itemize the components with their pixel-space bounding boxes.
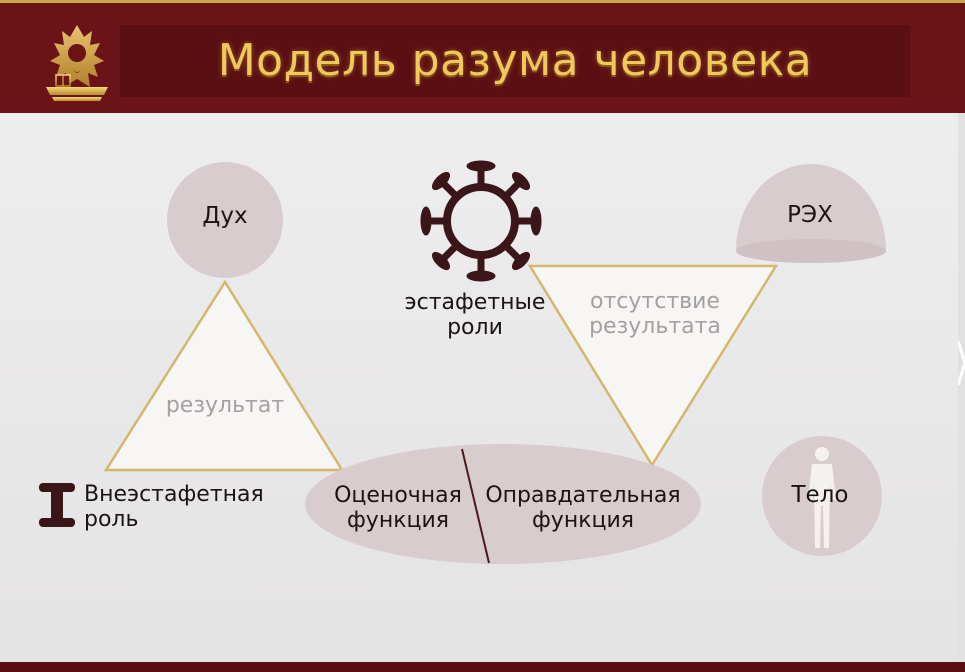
relay-roles-label: эстафетные роли bbox=[404, 290, 546, 341]
function-ellipse bbox=[305, 444, 701, 564]
wizard-emblem-icon bbox=[46, 25, 108, 101]
no-result-label: отсутствие результата bbox=[589, 289, 721, 340]
result-label: результат bbox=[165, 393, 285, 418]
human-silhouette-icon bbox=[808, 447, 836, 548]
page-title: Модель разума человека bbox=[217, 35, 813, 86]
relay-roles-virus-icon bbox=[420, 160, 542, 282]
evaluation-function-label: Оценочная функция bbox=[334, 483, 462, 534]
spirit-circle bbox=[167, 162, 283, 278]
function-divider bbox=[461, 448, 490, 564]
spirit-label: Дух bbox=[202, 203, 248, 229]
no-result-triangle bbox=[527, 264, 779, 468]
reh-label: РЭХ bbox=[787, 202, 833, 228]
title-band bbox=[120, 25, 910, 97]
result-triangle bbox=[103, 279, 345, 472]
header-bar: Модель разума человека bbox=[0, 0, 965, 113]
next-slide-strip[interactable] bbox=[956, 113, 965, 662]
non-relay-role-label: Внеэстафетная роль bbox=[84, 482, 264, 533]
mind-model-diagram bbox=[39, 160, 886, 564]
footer-bar bbox=[0, 662, 965, 672]
reh-dome bbox=[736, 164, 886, 258]
chevron-right-icon[interactable] bbox=[956, 113, 965, 662]
body-label: Тело bbox=[791, 482, 849, 508]
reh-dome-base bbox=[736, 239, 886, 263]
justification-function-label: Оправдательная функция bbox=[485, 483, 681, 534]
non-relay-spool-icon bbox=[39, 483, 75, 527]
